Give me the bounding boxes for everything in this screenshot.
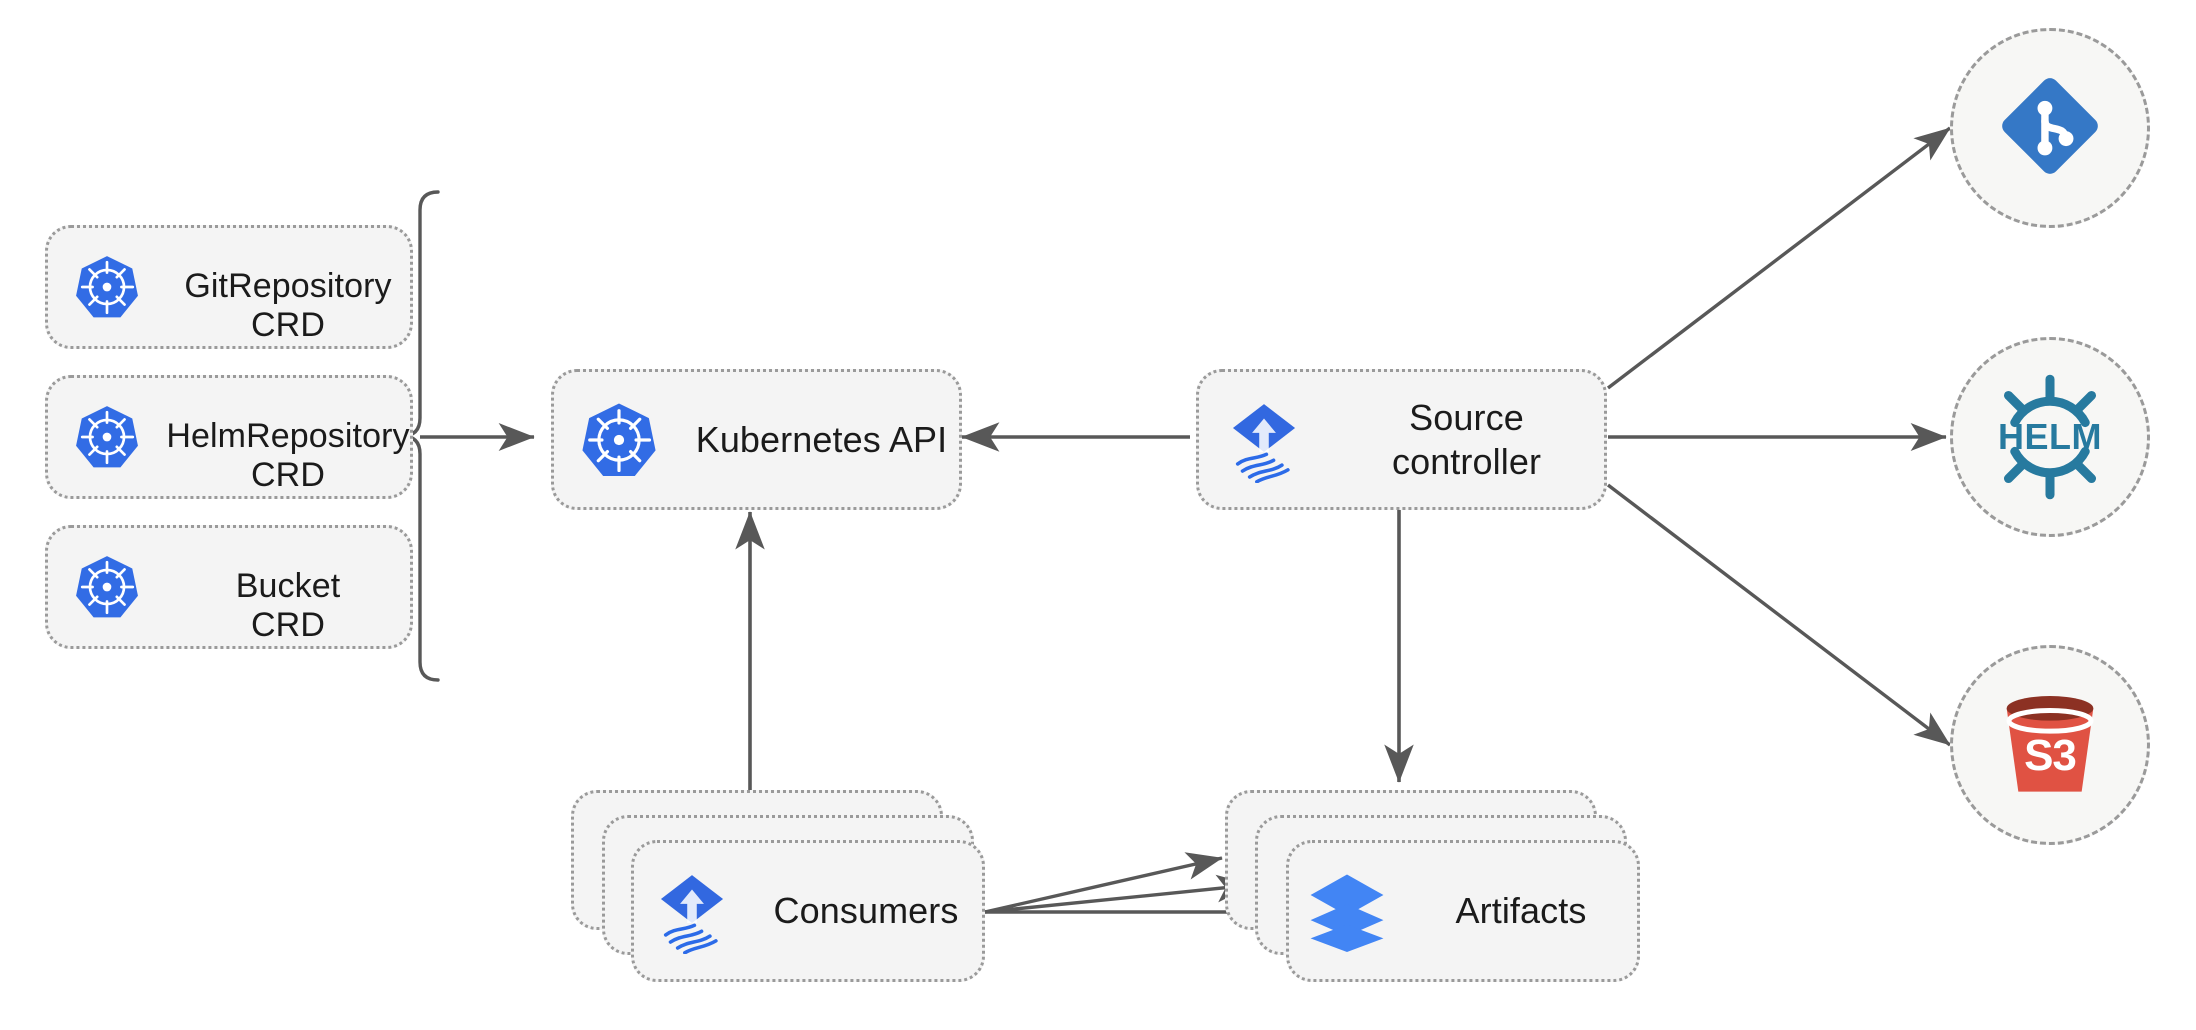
node-consumers[interactable]: Consumers — [631, 840, 985, 982]
node-artifacts[interactable]: Artifacts — [1286, 840, 1640, 982]
kubernetes-icon — [48, 554, 166, 620]
crd-card-label: Bucket — [235, 567, 341, 606]
node-label: Artifacts — [1455, 890, 1587, 932]
crd-card-sublabel-bucket: CRD — [251, 606, 325, 644]
edge-consumers-to-artifacts-1 — [984, 852, 1223, 914]
crd-card-sublabel-helmrepository: CRD — [251, 456, 325, 494]
layers-icon — [1289, 870, 1405, 952]
crd-card-sublabel-gitrepository: CRD — [251, 306, 325, 344]
edge-sc-to-s3 — [1606, 483, 1952, 747]
crd-card-bucket[interactable]: Bucket — [45, 525, 413, 649]
git-icon — [1996, 72, 2104, 185]
crd-card-gitrepository[interactable]: GitRepository — [45, 225, 413, 349]
crd-card-label: HelmRepository — [166, 417, 410, 456]
s3-wordmark: S3 — [2024, 731, 2077, 780]
crd-card-label: GitRepository — [184, 267, 392, 306]
s3-icon: S3 — [1990, 685, 2110, 805]
node-label: Kubernetes API — [695, 418, 948, 460]
node-label: Consumers — [773, 890, 959, 932]
external-source-s3[interactable]: S3 — [1950, 645, 2150, 845]
flux-icon — [634, 868, 750, 954]
helm-icon: HELM — [1985, 372, 2115, 502]
edge-consumers-to-artifacts-2 — [984, 874, 1253, 914]
edge-sc-to-git — [1606, 126, 1952, 390]
kubernetes-icon — [48, 254, 166, 320]
node-source-controller[interactable]: Source controller — [1196, 369, 1607, 510]
helm-wordmark: HELM — [1998, 416, 2102, 457]
kubernetes-icon — [554, 401, 684, 479]
external-source-helm[interactable]: HELM — [1950, 337, 2150, 537]
node-label: Source controller — [1391, 396, 1542, 482]
external-source-git[interactable] — [1950, 28, 2150, 228]
kubernetes-icon — [48, 404, 166, 470]
crd-card-helmrepository[interactable]: HelmRepository — [45, 375, 413, 499]
node-kubernetes-api[interactable]: Kubernetes API — [551, 369, 962, 510]
flux-icon — [1199, 397, 1329, 483]
